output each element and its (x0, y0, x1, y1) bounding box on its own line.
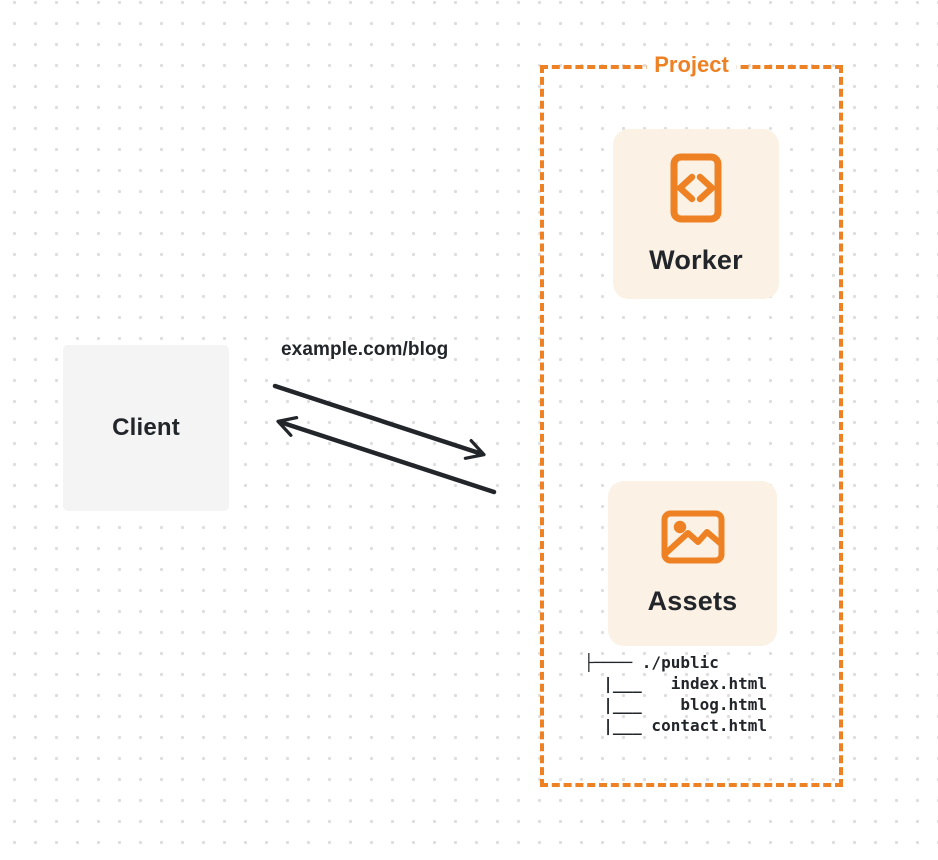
request-url-label: example.com/blog (281, 339, 449, 360)
assets-label: Assets (647, 586, 738, 616)
file-tree-line-public: ├──── ./public (584, 653, 719, 672)
code-document-icon (670, 153, 722, 222)
response-arrow (276, 416, 497, 495)
image-icon (661, 510, 724, 564)
file-tree-line-index: |___ index.html (584, 674, 768, 693)
project-label: Project (646, 52, 737, 78)
request-arrow (272, 383, 486, 460)
file-tree-line-contact: |___ contact.html (584, 716, 768, 735)
assets-card: Assets (608, 481, 777, 646)
worker-label: Worker (649, 244, 743, 275)
client-box: Client (63, 345, 229, 511)
assets-file-tree: ├──── ./public |___ index.html |___ blog… (584, 652, 767, 736)
project-boundary: Project Worker Assets ├──── ./public |__… (540, 52, 843, 787)
file-tree-line-blog: |___ blog.html (584, 695, 768, 714)
client-label: Client (112, 414, 180, 441)
worker-card: Worker (613, 129, 779, 299)
